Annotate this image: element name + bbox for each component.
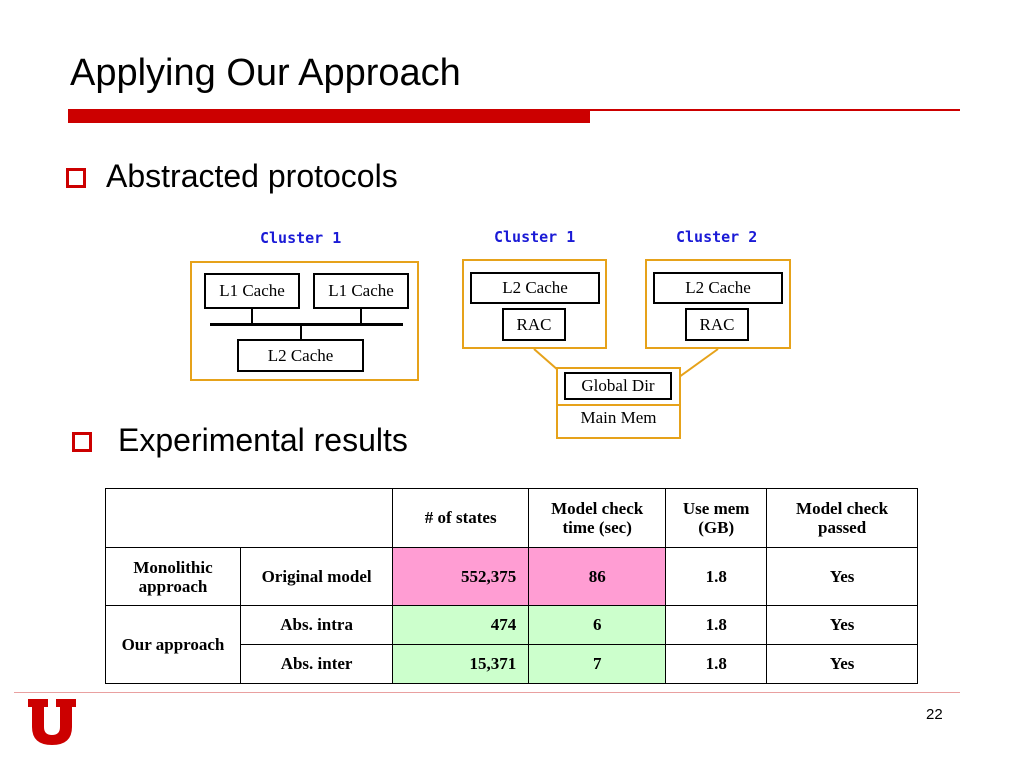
table-cell-time: 7 (528, 644, 667, 684)
table-cell-time: 86 (528, 547, 667, 606)
table-header-cell: Use mem (GB) (665, 488, 768, 548)
table-cell-time: 6 (528, 605, 667, 645)
bullet-abstracted-protocols: Abstracted protocols (106, 158, 398, 194)
table-row: Abs. inter 15,371 7 1.8 Yes (106, 644, 918, 684)
divider-line (556, 404, 681, 406)
l2-cache-cluster1-box: L2 Cache (470, 272, 600, 304)
table-cell-mem: 1.8 (665, 644, 768, 684)
main-mem-label: Main Mem (580, 408, 657, 427)
page-number: 22 (926, 706, 943, 723)
table-header-cell: Model check time (sec) (528, 488, 667, 548)
table-cell-states: 474 (392, 605, 530, 645)
table-row: Monolithic approach Original model 552,3… (105, 547, 918, 606)
footer-rule (14, 692, 960, 693)
rac-cluster1-box: RAC (502, 308, 566, 341)
l1-cache-left-box: L1 Cache (204, 273, 300, 309)
title-rule-thin (68, 109, 960, 111)
rac-cluster2-box: RAC (685, 308, 749, 341)
connector-line (300, 326, 302, 339)
bus-line (210, 323, 403, 326)
hollow-square-bullet-icon (72, 432, 92, 452)
table-cell-passed: Yes (766, 644, 918, 684)
connector-line (360, 309, 362, 323)
cluster-label-left: Cluster 1 (260, 229, 342, 247)
table-header-cell: Model check passed (766, 488, 918, 548)
table-group-label: Monolithic approach (105, 547, 241, 606)
table-group-label: Our approach (105, 605, 241, 684)
table-cell-states: 15,371 (392, 644, 530, 684)
l2-cache-left-box: L2 Cache (237, 339, 364, 372)
table-cell-passed: Yes (766, 547, 918, 606)
table-cell-states: 552,375 (392, 547, 530, 606)
table-header-cell-empty (104, 488, 394, 548)
slide-title: Applying Our Approach (70, 52, 461, 94)
cluster-label-2: Cluster 2 (676, 228, 758, 246)
table-cell-mem: 1.8 (665, 605, 768, 645)
table-cell-model: Original model (239, 547, 394, 606)
l1-cache-right-box: L1 Cache (313, 273, 409, 309)
table-cell-model: Abs. inter (239, 644, 394, 684)
bullet-experimental-results: Experimental results (118, 422, 408, 458)
table-header-cell: # of states (392, 488, 530, 548)
title-rule-thick (68, 111, 590, 123)
connector-line (251, 309, 253, 323)
table-cell-model: Abs. intra (239, 605, 394, 645)
table-header-row: # of states Model check time (sec) Use m… (104, 488, 918, 548)
university-u-logo-icon (28, 699, 76, 745)
table-cell-mem: 1.8 (665, 547, 768, 606)
table-row: Our approach Abs. intra 474 6 1.8 Yes (105, 605, 918, 684)
table-cell-passed: Yes (766, 605, 918, 645)
results-table: # of states Model check time (sec) Use m… (104, 488, 918, 684)
cluster-label-1: Cluster 1 (494, 228, 576, 246)
l2-cache-cluster2-box: L2 Cache (653, 272, 783, 304)
hollow-square-bullet-icon (66, 168, 86, 188)
global-dir-box: Global Dir (564, 372, 672, 400)
